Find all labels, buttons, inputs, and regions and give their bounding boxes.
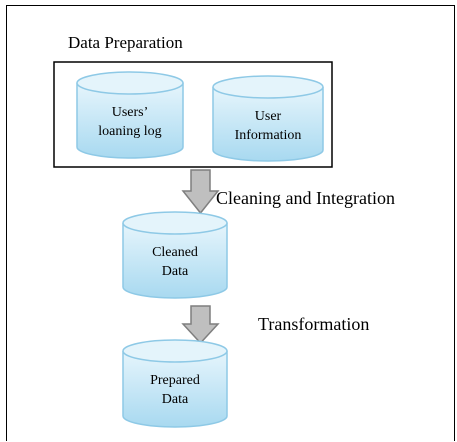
- diagram-title: Data Preparation: [68, 33, 183, 52]
- cleaning-integration-label: Cleaning and Integration: [216, 188, 395, 208]
- cleaned-data-line2: Data: [161, 264, 189, 279]
- prepared-data-cylinder: [122, 339, 228, 428]
- users-loaning-log-line2: loaning log: [98, 124, 162, 139]
- prepared-data-label: Prepared Data: [123, 371, 227, 409]
- cleaned-data-cylinder: [122, 211, 228, 299]
- prepared-data-line1: Prepared: [150, 373, 200, 388]
- user-information-line2: Information: [234, 128, 302, 143]
- users-loaning-log-label: Users’ loaning log: [77, 103, 183, 141]
- user-information-label: User Information: [213, 107, 323, 145]
- users-loaning-log-line1: Users’: [111, 105, 149, 120]
- cleaned-data-label: Cleaned Data: [123, 243, 227, 281]
- cleaning-arrow: [181, 169, 220, 215]
- user-information-line1: User: [254, 109, 282, 124]
- data-preparation-group-box: [53, 61, 333, 168]
- user-information-cylinder: [212, 75, 324, 162]
- diagram-frame: [6, 5, 455, 441]
- cleaned-data-line1: Cleaned: [152, 245, 198, 260]
- transformation-label: Transformation: [258, 314, 370, 334]
- prepared-data-line2: Data: [161, 392, 189, 407]
- users-loaning-log-cylinder: [76, 71, 184, 159]
- transformation-arrow: [181, 305, 220, 345]
